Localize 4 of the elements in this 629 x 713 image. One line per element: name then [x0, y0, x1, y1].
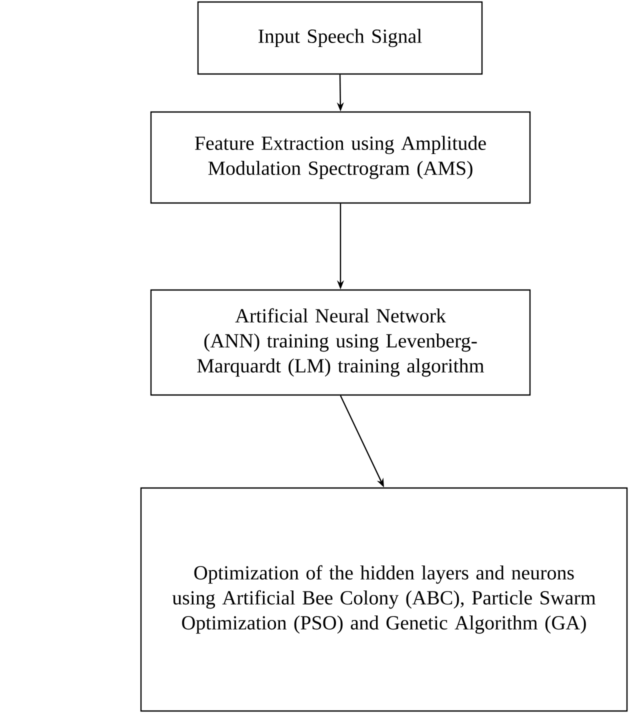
- process-box: Artificial Neural Network (ANN) training using Levenberg-Marquardt (LM) training algorithm: [150, 289, 531, 396]
- process-box: Feature Extraction using Amplitude Modulation Spectrogram (AMS): [150, 111, 531, 204]
- process-box: Input Speech Signal: [197, 1, 483, 75]
- process-box: Optimization of the hidden layers and neurons using Artificial Bee Colony (ABC), Particle Swarm Optimization (PSO) and Genetic Algorithm (GA): [140, 487, 628, 712]
